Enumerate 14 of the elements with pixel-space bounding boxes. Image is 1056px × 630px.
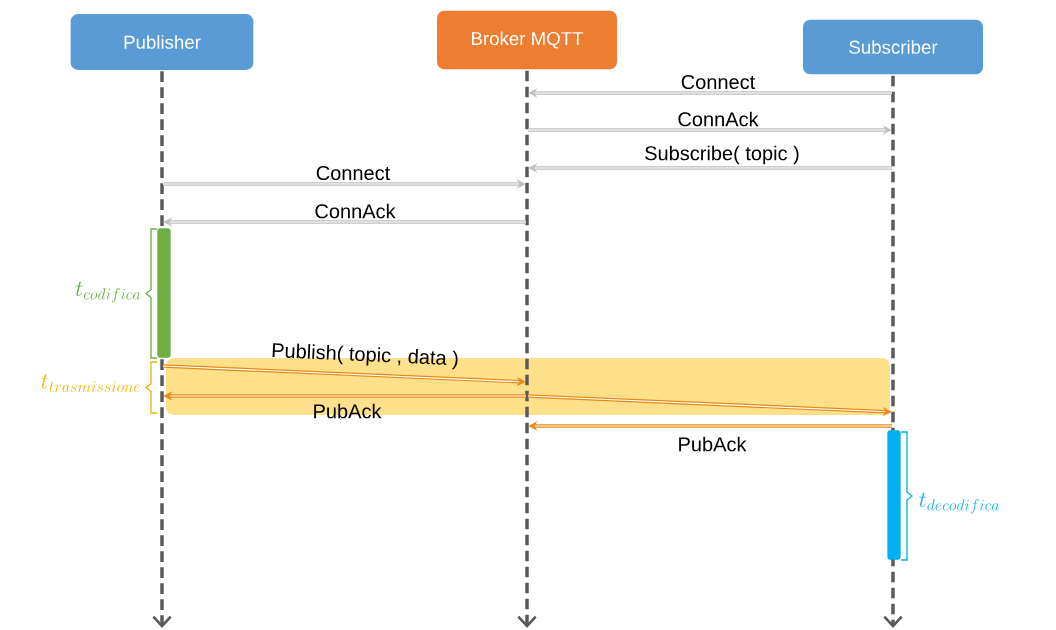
edge-label: Subscribe( topic ) — [645, 145, 799, 165]
time-label: $t_{codifica}$ — [75, 281, 141, 303]
participant-box: Publisher — [69, 12, 255, 72]
edge-label: Connect — [681, 74, 756, 90]
edge-label: ConnAck — [315, 203, 396, 219]
edge-label: ConnAck — [678, 111, 759, 127]
edge-label: Connect — [316, 165, 391, 181]
participant-box: Subscriber — [801, 18, 985, 76]
participant-box: Broker MQTT — [435, 9, 619, 71]
time-label: $t_{trasmissione}$ — [41, 373, 141, 392]
edge-label: Publish( topic , data ) — [272, 343, 458, 370]
edge-label: PubAck — [314, 403, 382, 419]
time-label: $t_{decodifica}$ — [919, 492, 1000, 514]
edge-label: PubAck — [679, 436, 747, 452]
